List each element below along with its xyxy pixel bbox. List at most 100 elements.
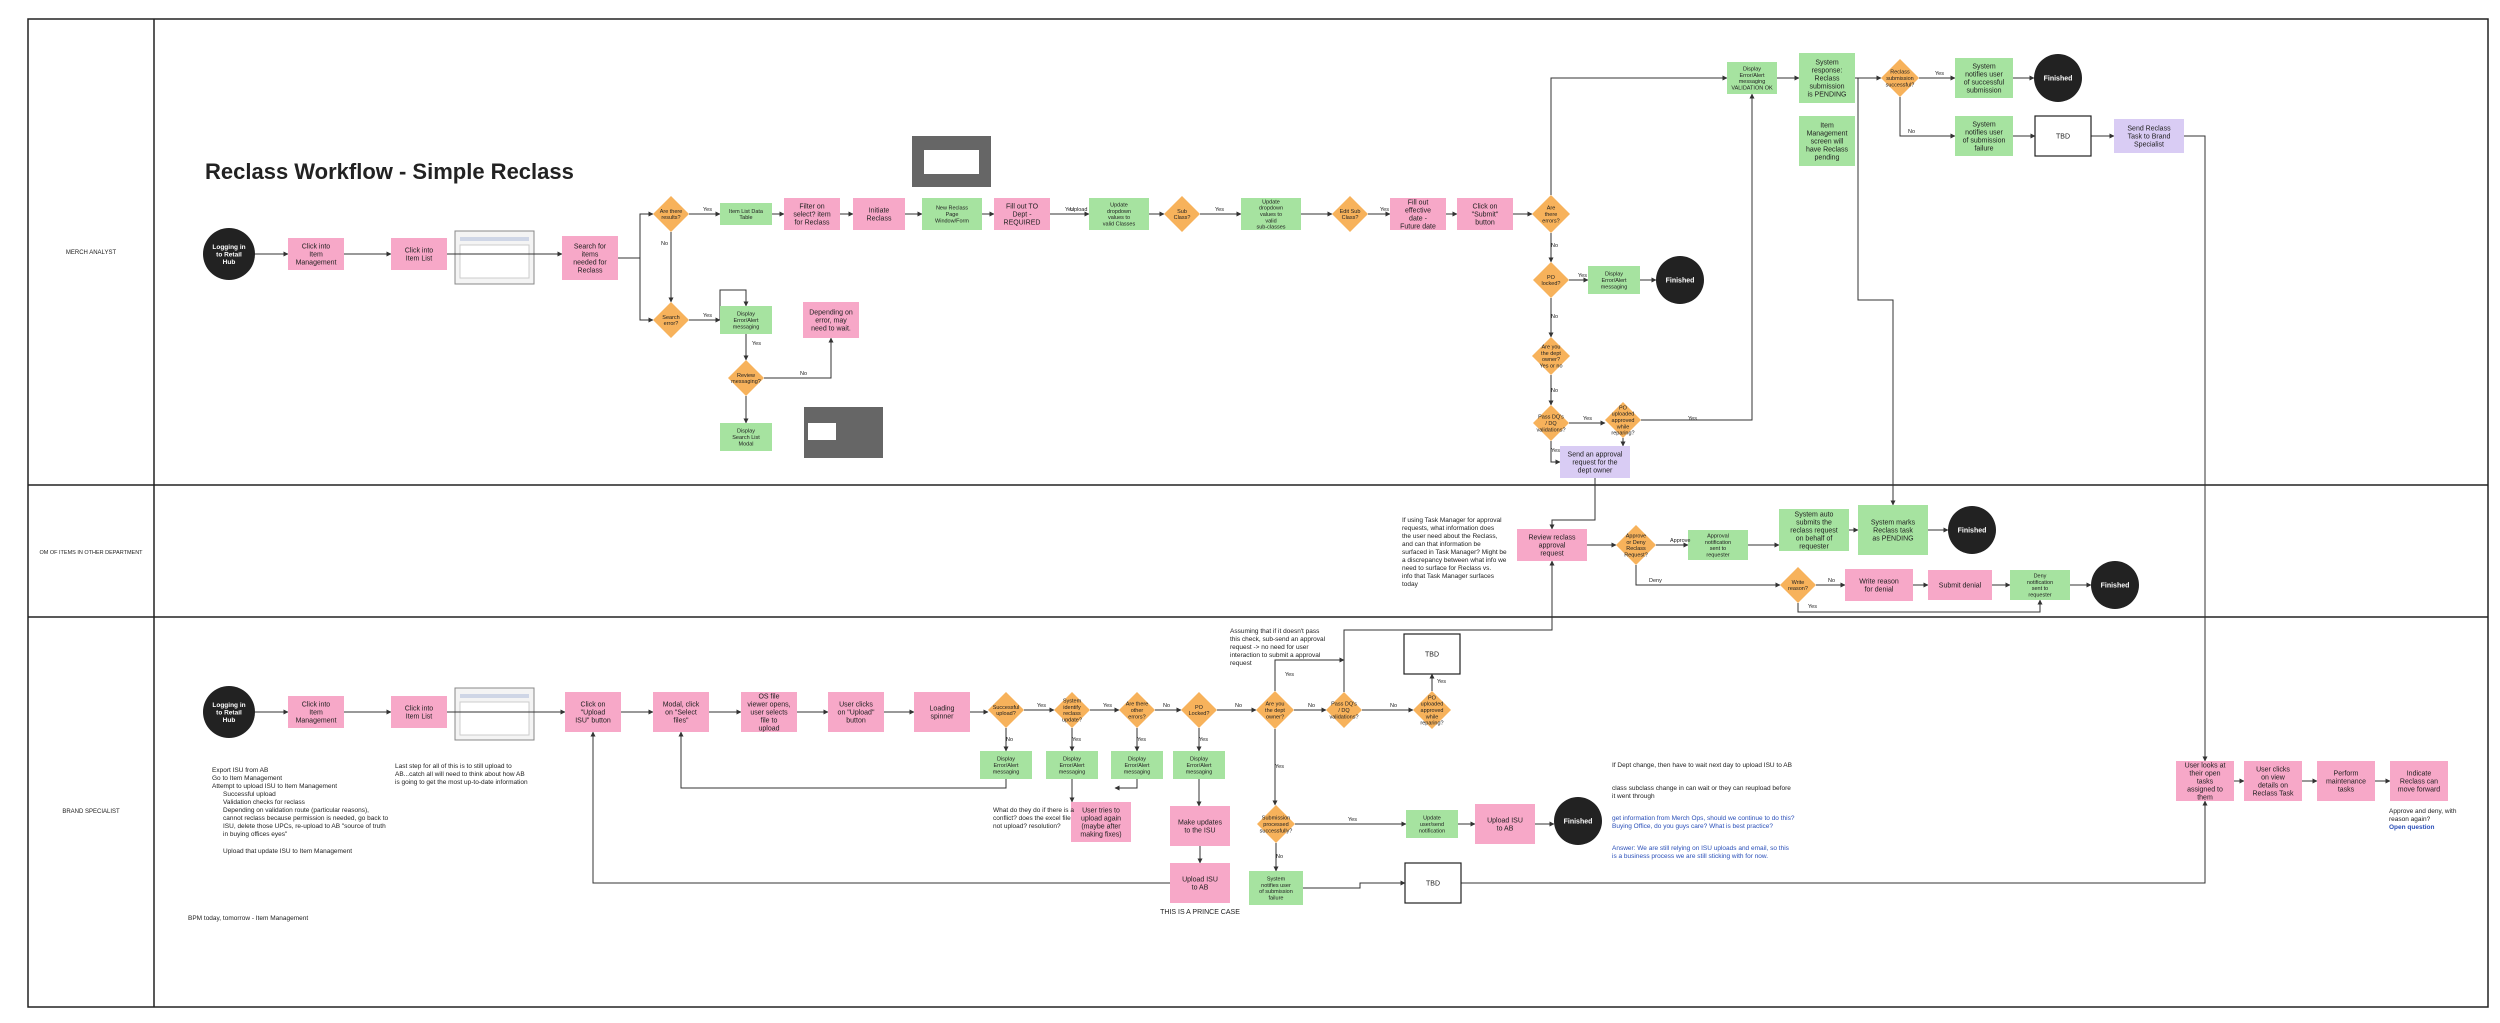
edge-label-yes: Yes: [703, 207, 712, 213]
connector: [590, 731, 1170, 884]
edge-label-yes: Yes: [1578, 273, 1587, 279]
node-label: Submit denial: [1939, 582, 1982, 589]
edge-label-yes: Yes: [1688, 416, 1697, 422]
edge-label-no: No: [1390, 703, 1397, 709]
connector: [1274, 657, 1345, 691]
note-open-question: Open question: [2389, 824, 2435, 831]
note-dept-change: If Dept change, then have to wait next d…: [1612, 762, 1792, 769]
edge-label-yes: Yes: [703, 313, 712, 319]
node-m-submit: Click on"Submit"button: [1457, 198, 1513, 230]
edge-label-no: No: [1276, 854, 1283, 860]
connector: [1114, 779, 1138, 791]
note-class-subclass: class subclass change in can wait or the…: [1612, 785, 1791, 800]
note-last-step: Last step for all of this is to still up…: [395, 763, 528, 786]
node-m-finished2: Finished: [2034, 54, 2082, 102]
page-title: Reclass Workflow - Simple Reclass: [205, 159, 574, 184]
edge-label-yes: Yes: [1199, 737, 1208, 743]
note-bpm: BPM today, tomorrow - Item Management: [188, 915, 308, 922]
edge-label-no: No: [1163, 703, 1170, 709]
connector: [639, 258, 654, 323]
svg-text:Go to Item Management: Go to Item Management: [212, 775, 282, 782]
svg-text:Attempt to upload ISU to Item: Attempt to upload ISU to Item Management: [212, 783, 337, 790]
edge-label-no: No: [1551, 388, 1558, 394]
edge-label-yes: Yes: [1935, 71, 1944, 77]
node-o-finished4: Finished: [2091, 561, 2139, 609]
node-label: TBD: [2056, 133, 2070, 140]
svg-text:Upload that update ISU to Item: Upload that update ISU to Item Managemen…: [223, 848, 352, 855]
lane-label-om: OM OF ITEMS IN OTHER DEPARTMENT: [39, 550, 143, 556]
connector: [678, 731, 1007, 789]
svg-text:Export ISU from AB: Export ISU from AB: [212, 767, 268, 774]
edge-label-yes: Yes: [1437, 679, 1446, 685]
edge-label-no: No: [1006, 737, 1013, 743]
edge-label-no: No: [1908, 129, 1915, 135]
node-b-tbd2: TBD: [1403, 633, 1461, 675]
edge-label-deny: Deny: [1649, 578, 1662, 584]
edge-label-yes: Yes: [1285, 672, 1294, 678]
edge-label-no: No: [1235, 703, 1242, 709]
connector-lines: [255, 75, 2391, 889]
edge-label-yes: Yes: [1583, 416, 1592, 422]
connector: [618, 211, 654, 259]
node-label: Finished: [2101, 582, 2130, 589]
edge-label-yes: Yes: [1348, 817, 1357, 823]
note-get-info: get information from Merch Ops, should w…: [1612, 815, 1795, 830]
